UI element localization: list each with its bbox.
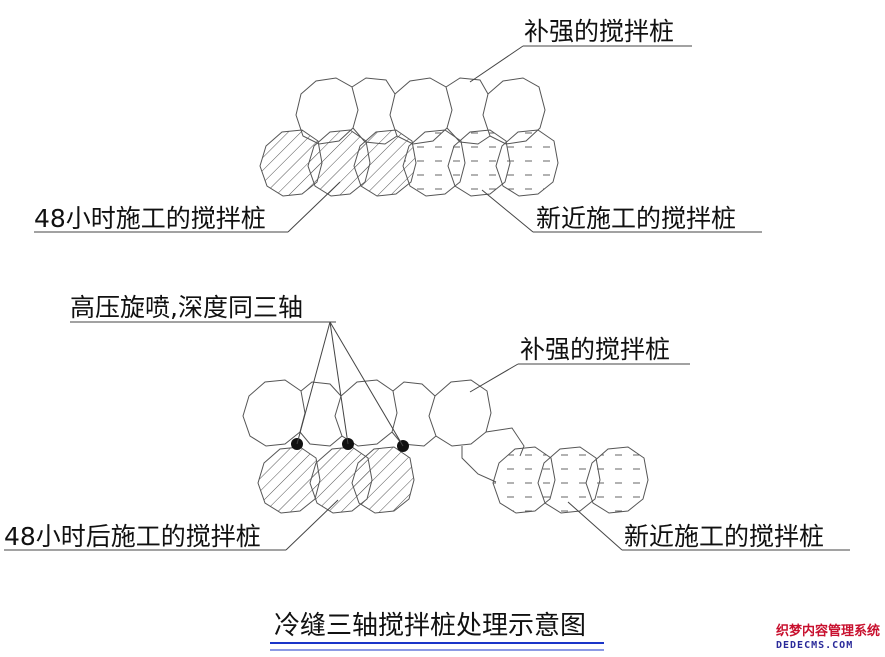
top-reinforced-label: 补强的搅拌桩 <box>524 17 674 46</box>
top-recent-piles <box>402 129 559 197</box>
watermark-line-1: 织梦内容管理系统 <box>776 623 880 639</box>
bottom-48h-pile-1 <box>257 446 321 514</box>
bottom-reinforced-link-4 <box>391 431 437 447</box>
bottom-reinforced-link-1 <box>300 381 342 397</box>
bottom-jet-label: 高压旋喷,深度同三轴 <box>70 293 303 322</box>
top-recent-leader <box>481 189 534 233</box>
top-recent-pile-3 <box>495 129 559 197</box>
bottom-recent-pile-1 <box>492 446 556 514</box>
top-48h-piles <box>259 129 417 197</box>
bottom-reinforced-leader <box>469 363 519 393</box>
diagram-title: 冷缝三轴搅拌桩处理示意图 <box>274 611 586 641</box>
top-48h-pile-3 <box>353 129 417 197</box>
bottom-reinforced-link-2 <box>392 381 436 397</box>
top-reinforced-link-2 <box>445 77 489 95</box>
top-48h-label: 48小时施工的搅拌桩 <box>34 204 266 233</box>
watermark-line-2: DEDECMS.COM <box>776 640 853 651</box>
bottom-48h-after-label: 48小时后施工的搅拌桩 <box>4 522 261 551</box>
top-reinforced-leader <box>469 45 524 83</box>
bottom-jet-leader-3 <box>329 321 404 447</box>
bottom-reinforced-link-6 <box>461 446 497 483</box>
bottom-reinforced-piles <box>242 379 525 483</box>
top-recent-label: 新近施工的搅拌桩 <box>536 204 736 233</box>
bottom-recent-leader <box>567 501 623 551</box>
top-48h-pile-2 <box>307 129 371 197</box>
bottom-reinforced-pile-1 <box>242 379 306 447</box>
bottom-reinforced-pile-2 <box>334 379 398 447</box>
top-48h-leader <box>287 181 341 233</box>
bottom-recent-piles <box>492 446 649 514</box>
bottom-recent-pile-2 <box>537 446 601 514</box>
bottom-reinforced-pile-3 <box>428 379 492 447</box>
bottom-recent-pile-3 <box>585 446 649 514</box>
bottom-jet-leader-1 <box>296 321 331 445</box>
top-recent-pile-2 <box>447 129 511 197</box>
bottom-48h-leader <box>285 499 339 551</box>
bottom-recent-label: 新近施工的搅拌桩 <box>624 522 824 551</box>
top-48h-pile-1 <box>259 129 323 197</box>
bottom-reinforced-link-3 <box>299 431 343 447</box>
top-reinforced-link-1 <box>351 77 396 95</box>
bottom-reinforced-label: 补强的搅拌桩 <box>520 335 670 364</box>
bottom-48h-after-piles <box>257 446 415 514</box>
bottom-jet-leader-2 <box>329 321 349 445</box>
top-recent-pile-1 <box>402 129 466 197</box>
